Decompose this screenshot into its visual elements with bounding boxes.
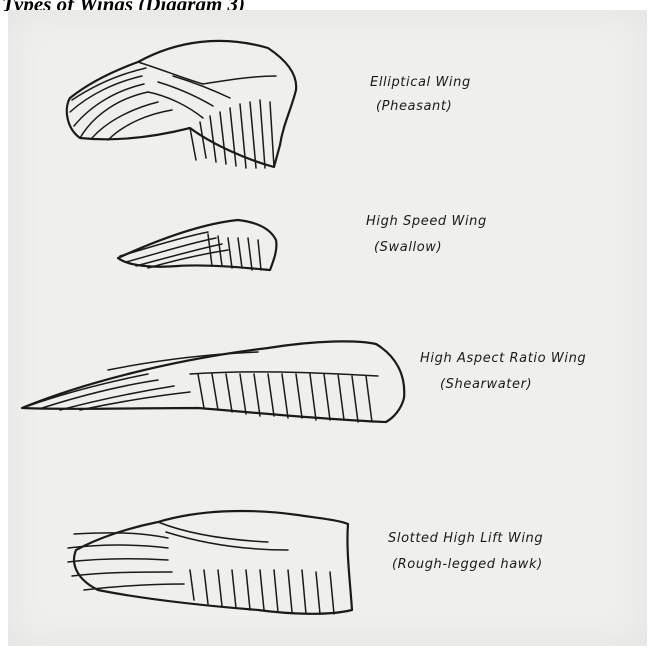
elliptical-wing-bird: (Pheasant) bbox=[376, 99, 452, 114]
high-speed-wing-drawing: High Speed Wing (Swallow) bbox=[118, 214, 487, 270]
slotted-high-lift-wing-label: Slotted High Lift Wing bbox=[388, 531, 543, 546]
drawing-paper: Elliptical Wing (Pheasant) High Speed Wi… bbox=[8, 10, 647, 646]
high-speed-wing-bird: (Swallow) bbox=[374, 240, 442, 255]
high-aspect-ratio-wing-label: High Aspect Ratio Wing bbox=[420, 351, 586, 366]
wing-diagram: Elliptical Wing (Pheasant) High Speed Wi… bbox=[8, 10, 647, 646]
high-speed-wing-label: High Speed Wing bbox=[366, 214, 487, 229]
elliptical-wing-drawing: Elliptical Wing (Pheasant) bbox=[67, 41, 471, 168]
slotted-high-lift-wing-bird: (Rough-legged hawk) bbox=[392, 557, 543, 572]
slotted-high-lift-wing-drawing: Slotted High Lift Wing (Rough-legged haw… bbox=[68, 511, 543, 614]
high-aspect-ratio-wing-bird: (Shearwater) bbox=[440, 377, 532, 392]
high-aspect-ratio-wing-drawing: High Aspect Ratio Wing (Shearwater) bbox=[22, 341, 586, 422]
elliptical-wing-label: Elliptical Wing bbox=[370, 75, 471, 90]
